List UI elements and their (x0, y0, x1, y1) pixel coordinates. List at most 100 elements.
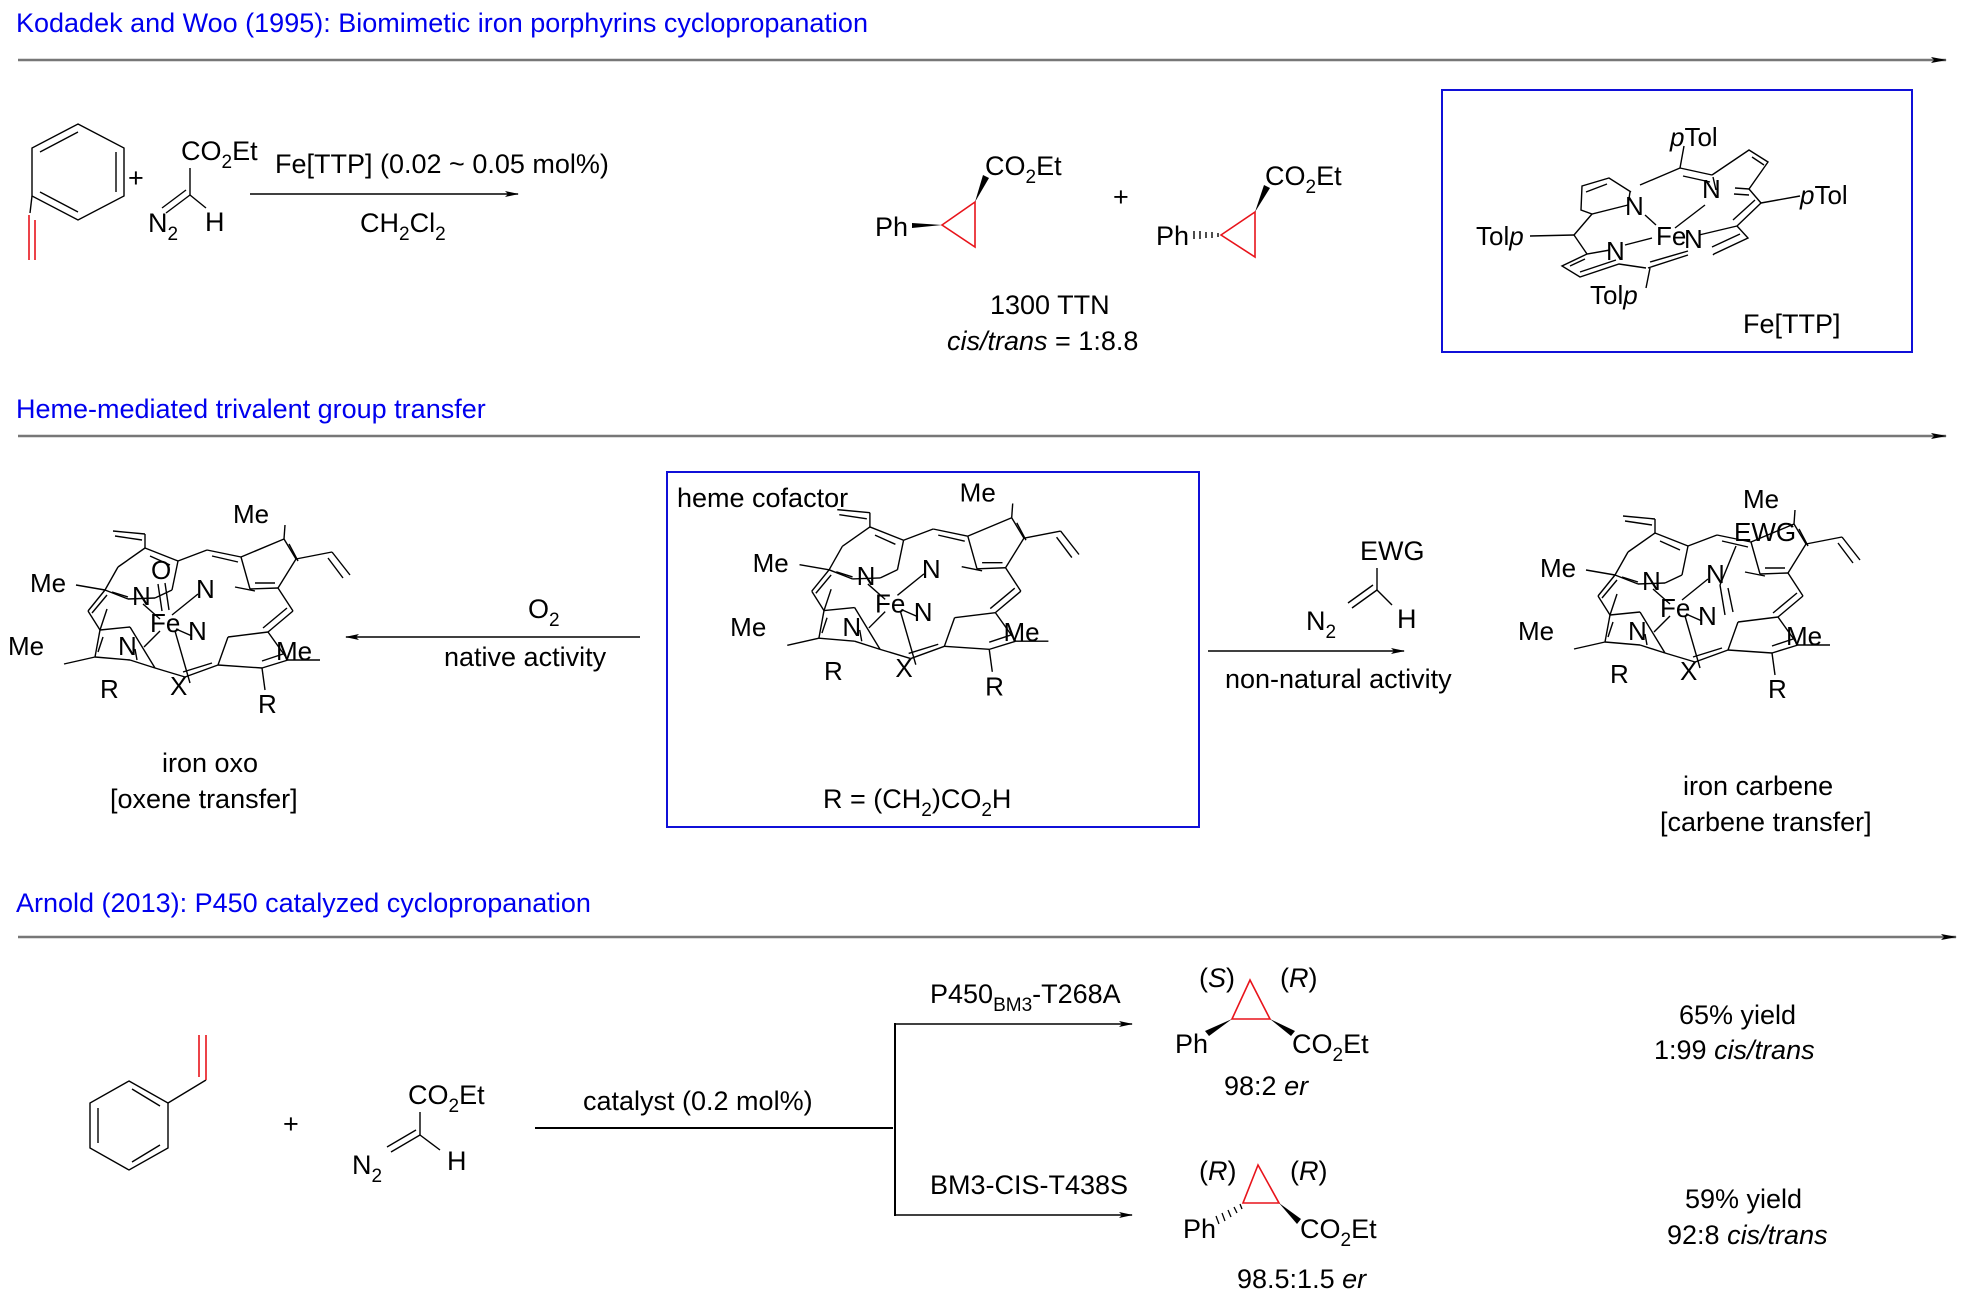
atom-label-r: R (824, 656, 843, 686)
bond (818, 610, 825, 639)
bond (1597, 595, 1611, 616)
plus-sign: + (128, 163, 144, 193)
heme-cofactor-heading: heme cofactor (677, 483, 848, 513)
bond (111, 591, 129, 598)
bond (1659, 540, 1681, 551)
bond (1621, 576, 1639, 583)
atom-label-x: X (170, 671, 187, 701)
bond (249, 587, 279, 590)
conditions-catalyst: Fe[TTP] (0.02 ~ 0.05 mol%) (275, 149, 609, 179)
bond (1727, 621, 1739, 651)
atom-label-r: R (985, 671, 1004, 701)
fe-ttp-structure-box (1441, 89, 1913, 353)
svg-text:(R): (R) (1199, 1156, 1237, 1186)
bond (206, 549, 242, 558)
bond (1637, 582, 1666, 585)
bond (897, 573, 925, 596)
iron-oxo-caption: iron oxo (162, 748, 258, 778)
bond (841, 526, 871, 547)
svg-text:CO2Et: CO2Et (1292, 1029, 1369, 1066)
bond (989, 587, 1016, 610)
atom-label-me: Me (233, 499, 269, 529)
svg-text:H: H (447, 1146, 467, 1176)
svg-text:(S): (S) (1199, 963, 1235, 993)
bond (908, 643, 939, 655)
atom-label-r: R (1610, 659, 1629, 689)
section-title: Heme-mediated trivalent group transfer (16, 394, 486, 424)
cis-trans-ratio: cis/trans = 1:8.8 (947, 326, 1138, 356)
bond (117, 547, 146, 568)
cis-trans-ratio-2: 92:8 cis/trans (1667, 1220, 1828, 1250)
bond (94, 656, 131, 661)
bond (1604, 614, 1611, 643)
svg-text:N2: N2 (148, 208, 178, 245)
er-value: 98.5:1.5 er (1237, 1264, 1367, 1294)
atom-label-x: X (1680, 656, 1697, 686)
bond (1664, 652, 1696, 663)
bond (823, 606, 855, 612)
bond (1721, 540, 1749, 548)
atom-label-n: N (857, 561, 876, 591)
carbene-ewg-label: EWG (1734, 517, 1796, 547)
atom-label-me: Me (30, 568, 66, 598)
ttn-value: 1300 TTN (990, 290, 1110, 320)
bond (874, 534, 896, 545)
bond (1652, 588, 1671, 605)
bond (1793, 523, 1807, 545)
bond (899, 611, 917, 665)
svg-text:CO2Et: CO2Et (985, 151, 1062, 188)
bond (1004, 567, 1022, 592)
bond (799, 564, 830, 571)
bond (989, 634, 1011, 643)
atom-label-fe: Fe (1660, 593, 1690, 623)
atom-label-n: N (118, 631, 137, 661)
bond (1692, 647, 1723, 658)
bond (1016, 522, 1027, 541)
bond (1750, 541, 1761, 575)
catalyst-2-label: BM3-CIS-T438S (930, 1170, 1128, 1200)
bond (87, 589, 106, 612)
bond (961, 566, 983, 572)
atom-label-me: Me (960, 477, 996, 507)
ethyl-diazoacetate: CO2Et N2 H (352, 1080, 485, 1187)
bond (852, 577, 881, 580)
svg-text:Ph: Ph (1183, 1214, 1216, 1244)
bond (94, 629, 101, 658)
bond (1639, 611, 1666, 654)
cis-trans-ratio-1: 1:99 cis/trans (1654, 1035, 1815, 1065)
bond (261, 653, 284, 662)
styrene-structure (89, 1035, 207, 1171)
bond (1004, 537, 1025, 569)
bond (112, 530, 146, 535)
bond (1787, 572, 1804, 597)
bond (97, 636, 104, 653)
svg-text:(R): (R) (1280, 963, 1318, 993)
svg-text:CO2Et: CO2Et (1300, 1214, 1377, 1251)
bond (277, 558, 297, 589)
bond (63, 656, 96, 665)
svg-text:O2: O2 (528, 594, 560, 631)
bond (954, 611, 996, 619)
atom-label-n: N (196, 574, 215, 604)
catalyst-name: Fe[TTP] (1743, 309, 1841, 339)
svg-text:CO2Et: CO2Et (1265, 161, 1342, 198)
bond (99, 626, 131, 631)
bond (1614, 551, 1629, 576)
bond (818, 637, 855, 642)
bond (142, 603, 161, 620)
conditions-solvent: CH2Cl2 (360, 208, 446, 245)
bond (267, 610, 294, 633)
bond (211, 555, 239, 563)
bond (989, 640, 1016, 651)
bond (114, 535, 143, 541)
atom-label-n: N (188, 616, 207, 646)
atom-label-n: N (1628, 616, 1647, 646)
svg-text:Ph: Ph (875, 212, 908, 242)
bond (144, 547, 179, 562)
svg-text:N: N (1684, 224, 1703, 254)
atom-label-n: N (922, 554, 941, 584)
bond (815, 574, 832, 594)
svg-text:(R): (R) (1290, 1156, 1328, 1186)
svg-text:N: N (1625, 191, 1644, 221)
bond (1604, 641, 1641, 646)
